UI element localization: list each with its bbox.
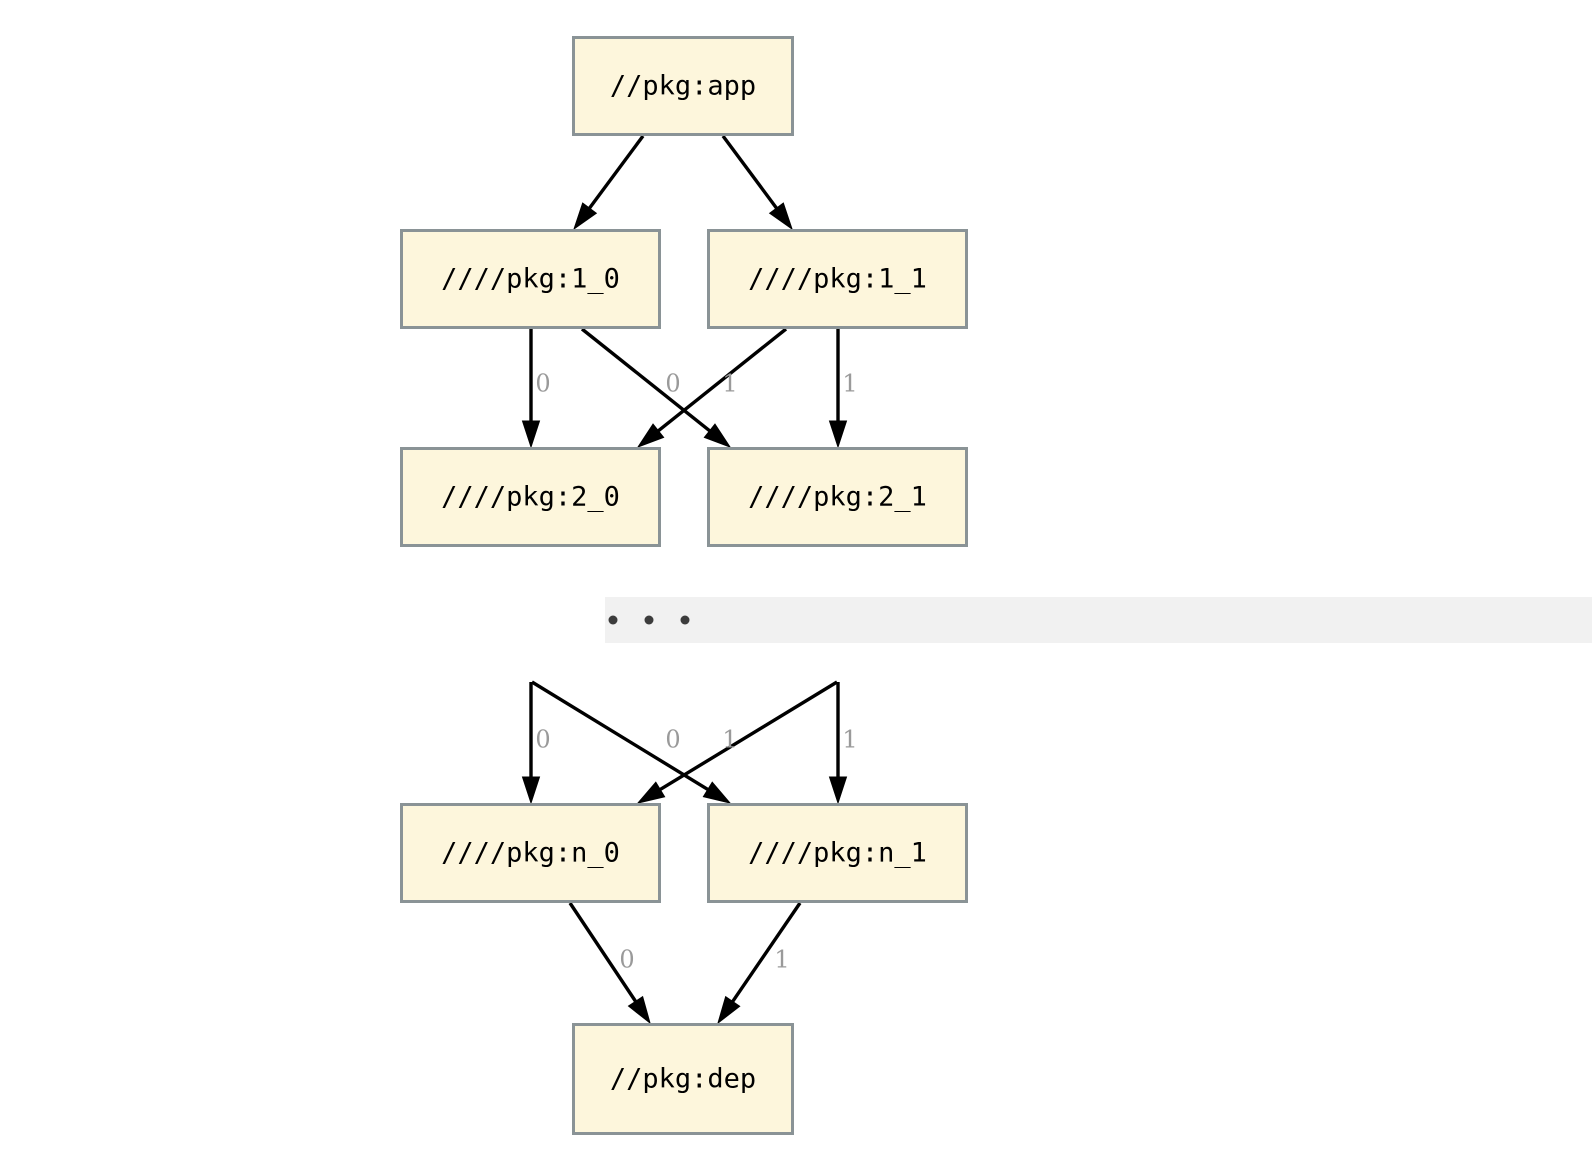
graph-edge <box>828 682 848 805</box>
graph-edge <box>721 134 793 231</box>
ellipsis-separator <box>605 597 1592 643</box>
edge-arrowhead <box>521 420 541 449</box>
edge-arrowhead <box>636 781 666 804</box>
node-label: ////pkg:1_1 <box>748 264 927 295</box>
graph-edge <box>828 329 848 449</box>
node-label: ////pkg:n_0 <box>441 838 620 869</box>
edge-label: 1 <box>722 370 737 398</box>
edge-line <box>568 902 640 1006</box>
node-label: ////pkg:2_1 <box>748 482 927 513</box>
edge-labels-layer: 0 0 1 1 0 0 1 1 0 1 <box>535 370 857 974</box>
graph-node-1_1[interactable]: ////pkg:1_1 <box>707 229 968 329</box>
graph-node-app[interactable]: //pkg:app <box>572 36 794 136</box>
ellipsis-band <box>605 597 1592 643</box>
graph-edge <box>521 329 541 449</box>
node-label: //pkg:app <box>610 71 756 102</box>
node-label: ////pkg:1_0 <box>441 264 620 295</box>
graph-edge <box>521 682 541 805</box>
edge-label: 0 <box>665 726 680 754</box>
edges-layer <box>521 134 848 1025</box>
edge-label: 1 <box>722 726 737 754</box>
edge-arrowhead <box>828 776 848 805</box>
edge-arrowhead <box>573 202 598 231</box>
edge-arrowhead <box>717 995 741 1025</box>
graph-edge <box>580 327 732 449</box>
ellipsis-dot-0 <box>608 615 618 625</box>
graph-node-2_1[interactable]: ////pkg:2_1 <box>707 447 968 547</box>
graph-node-n_1[interactable]: ////pkg:n_1 <box>707 803 968 903</box>
ellipsis-dot-2 <box>680 615 690 625</box>
nodes-layer: //pkg:app ////pkg:1_0 ////pkg:1_1 ////pkg:2… <box>400 36 968 1135</box>
graph-edge <box>717 902 802 1025</box>
edge-label: 1 <box>842 726 857 754</box>
graph-edge <box>568 902 651 1025</box>
edge-line <box>655 680 838 794</box>
node-label: ////pkg:n_1 <box>748 838 927 869</box>
edge-line <box>531 680 713 793</box>
edge-line <box>585 134 645 213</box>
ellipsis-dot-1 <box>644 615 654 625</box>
edge-arrowhead <box>627 995 651 1025</box>
node-box[interactable] <box>707 447 968 547</box>
graph-node-2_0[interactable]: ////pkg:2_0 <box>400 447 661 547</box>
graph-node-1_0[interactable]: ////pkg:1_0 <box>400 229 661 329</box>
edge-line <box>721 134 781 213</box>
node-box[interactable] <box>572 1023 794 1135</box>
edge-arrowhead <box>703 423 732 449</box>
edge-label: 0 <box>535 726 550 754</box>
node-box[interactable] <box>400 229 661 329</box>
graph-node-n_0[interactable]: ////pkg:n_0 <box>400 803 661 903</box>
edge-arrowhead <box>636 423 665 449</box>
edge-label: 0 <box>665 370 680 398</box>
node-box[interactable] <box>707 229 968 329</box>
node-box[interactable] <box>400 447 661 547</box>
graph-node-dep[interactable]: //pkg:dep <box>572 1023 794 1135</box>
edge-arrowhead <box>702 781 732 804</box>
edge-arrowhead <box>768 202 793 231</box>
edge-line <box>729 902 802 1006</box>
graph-edge <box>531 680 732 804</box>
node-label: ////pkg:2_0 <box>441 482 620 513</box>
edge-arrowhead <box>521 776 541 805</box>
node-label: //pkg:dep <box>610 1064 756 1095</box>
edge-arrowhead <box>828 420 848 449</box>
graph-edge <box>573 134 645 231</box>
graph-edge <box>636 327 788 449</box>
edge-label: 1 <box>774 946 789 974</box>
node-box[interactable] <box>572 36 794 136</box>
edge-label: 0 <box>619 946 634 974</box>
edge-line <box>654 327 788 435</box>
edge-label: 1 <box>842 370 857 398</box>
edge-line <box>580 327 714 435</box>
node-box[interactable] <box>400 803 661 903</box>
graph-edge <box>636 680 838 804</box>
node-box[interactable] <box>707 803 968 903</box>
edge-label: 0 <box>535 370 550 398</box>
